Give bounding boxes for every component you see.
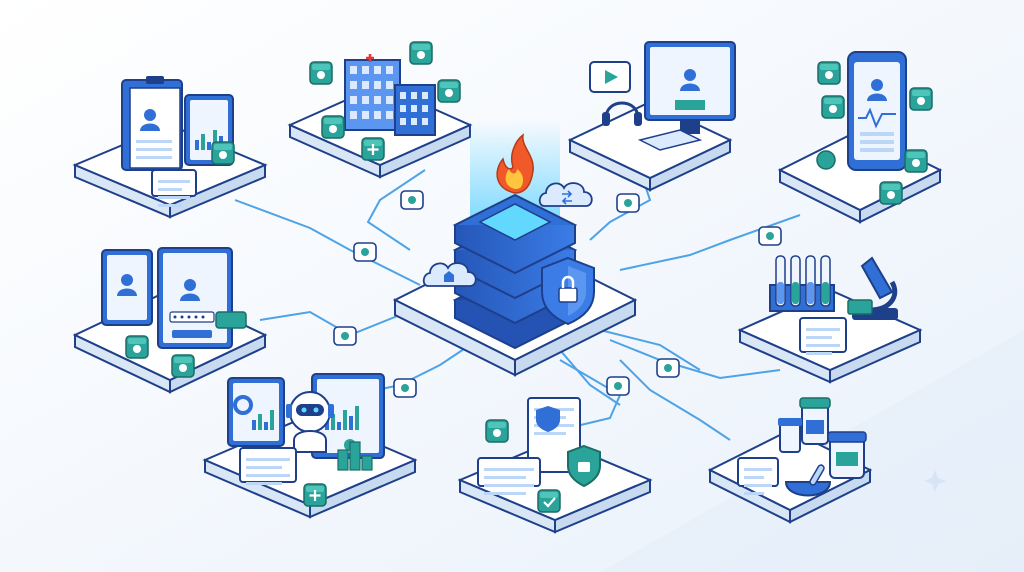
small-bottle-icon [778, 418, 802, 453]
settings-icon [437, 79, 461, 103]
analytics-bars [325, 406, 359, 430]
shield-lock-small-icon [567, 444, 601, 488]
clipboard-icon [121, 76, 183, 171]
hospital-building-icon [344, 54, 436, 136]
user-profile-icon [180, 279, 200, 301]
grid-icon [309, 61, 333, 85]
folder-badge-icon [758, 226, 782, 246]
node-secure-documents [457, 397, 653, 534]
id-card-icon [151, 169, 197, 207]
transfer-badge-icon [333, 326, 357, 346]
file-icon [485, 419, 509, 443]
stethoscope-icon [879, 181, 903, 205]
microscope-icon [852, 256, 898, 320]
lock-user-icon [171, 354, 195, 378]
sparkle-tile-icon [303, 483, 327, 507]
sparkle-icon [924, 470, 946, 492]
connector-pharmacy [619, 359, 731, 441]
mortar-pestle-icon [784, 464, 832, 497]
connector-extra-2 [559, 349, 621, 406]
user-avatar-icon [867, 79, 887, 101]
jar-icon [827, 431, 867, 479]
keyboard-icon [637, 129, 703, 151]
robot-icon [286, 391, 334, 453]
cloud-badge-icon [616, 193, 640, 213]
node-mobile-health [777, 51, 943, 224]
dashboard-bars [252, 410, 274, 430]
monitor-doctor-icon [644, 41, 736, 134]
shield-lock-icon [541, 256, 595, 326]
checkmark-icon [537, 489, 561, 513]
paper-stack-icon [477, 457, 541, 495]
connector-secure-documents [559, 359, 622, 431]
headset-icon [602, 101, 642, 126]
flame-icon [496, 133, 534, 194]
user-card-icon [157, 247, 233, 349]
node-patient-records [72, 76, 268, 219]
medical-kit-icon [361, 137, 385, 161]
lock-badge-icon [353, 242, 377, 262]
car-icon [321, 115, 345, 139]
hub-platform-right [514, 298, 636, 377]
profile-card-icon [140, 109, 160, 131]
node-user-login [72, 247, 268, 394]
key-badge-icon [393, 378, 417, 398]
connector-extra-1 [599, 329, 701, 371]
node-telehealth [567, 41, 736, 192]
list-tile-icon [211, 141, 235, 165]
doctor-icon [680, 69, 700, 91]
analytics-monitor-icon [311, 373, 385, 459]
node-ai-analytics [202, 373, 418, 519]
password-field-icon [169, 311, 215, 323]
connector-hospital [366, 169, 426, 251]
connector-badges [333, 190, 782, 470]
video-play-icon [589, 61, 631, 93]
smartphone-icon [847, 51, 907, 171]
nodes [72, 41, 943, 534]
connector-lines [234, 169, 801, 441]
dashboard-icon [227, 377, 285, 447]
login-monitor-icon [101, 249, 153, 326]
cloud-home-icon [422, 262, 477, 287]
slide-icon [847, 299, 873, 315]
prescription-card-icon [737, 457, 779, 495]
bandage-icon [821, 95, 845, 119]
bar-chart-icon [337, 441, 373, 471]
connector-patient-records [234, 199, 421, 286]
sync-badge-icon [606, 376, 630, 396]
server-layer-1 [452, 193, 578, 275]
connector-laboratory [609, 339, 781, 380]
dumbbell-icon [817, 61, 841, 85]
server-top-screen [478, 203, 552, 241]
connector-user-login [259, 310, 401, 337]
location-pin-icon [816, 150, 836, 170]
music-icon [904, 149, 928, 173]
shield-icon [536, 406, 560, 432]
medicine-bottle-icon [799, 397, 831, 445]
shield-badge-icon [400, 190, 424, 210]
login-avatar-icon [117, 274, 137, 296]
login-button-icon [215, 311, 247, 329]
test-tubes-icon [769, 255, 835, 312]
central-server-hub [392, 120, 638, 377]
cloud-sync-icon [538, 182, 593, 207]
clipboard-icon [239, 447, 297, 485]
heart-pulse-icon [909, 87, 933, 111]
login-arrow-icon [125, 335, 149, 359]
user-badge-icon [409, 41, 433, 65]
lab-report-icon [799, 317, 847, 355]
shield-badge-icon [656, 358, 680, 378]
node-pharmacy [707, 397, 873, 524]
node-hospital [287, 41, 473, 179]
node-laboratory [737, 255, 923, 384]
